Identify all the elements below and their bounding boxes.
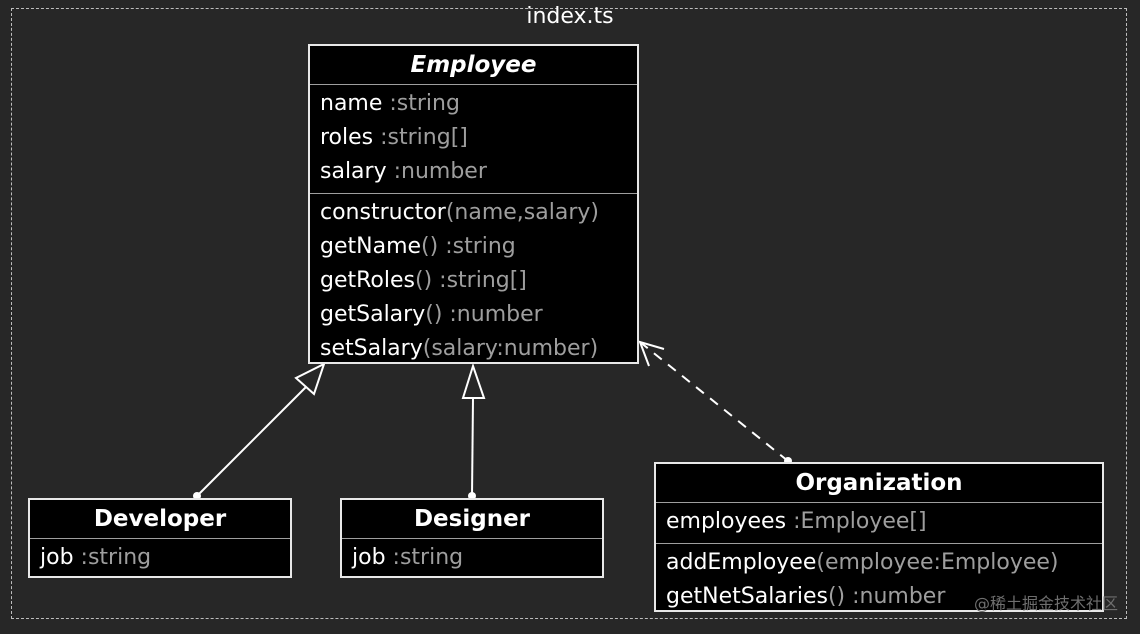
attribute-row: salary :number bbox=[320, 155, 627, 189]
method-row: getName() :string bbox=[320, 230, 627, 264]
attribute-type: :string bbox=[80, 545, 152, 570]
method-row: setSalary(salary:number) bbox=[320, 332, 627, 366]
package-title: index.ts bbox=[526, 4, 614, 29]
method-row: getRoles() :string[] bbox=[320, 264, 627, 298]
method-name: getName bbox=[320, 234, 422, 259]
method-name: getSalary bbox=[320, 302, 426, 327]
method-signature: () :string bbox=[421, 234, 516, 259]
developer-inheritance-line bbox=[196, 385, 308, 497]
method-row: getSalary() :number bbox=[320, 298, 627, 332]
class-designer[interactable]: Designer job :string bbox=[340, 498, 604, 578]
method-signature: () :number bbox=[425, 302, 543, 327]
attribute-row: job :string bbox=[40, 541, 280, 575]
attribute-type: :Employee[] bbox=[793, 509, 927, 534]
class-designer-title: Designer bbox=[342, 500, 602, 539]
method-signature: (name,salary) bbox=[445, 200, 599, 225]
developer-inheritance-arrowhead bbox=[294, 362, 326, 396]
class-organization[interactable]: Organization employees :Employee[] addEm… bbox=[654, 462, 1104, 612]
class-employee-attributes: name :string roles :string[] salary :num… bbox=[310, 85, 637, 193]
class-employee-title: Employee bbox=[310, 46, 637, 85]
method-name: setSalary bbox=[320, 336, 423, 361]
method-name: getRoles bbox=[320, 268, 415, 293]
attribute-row: job :string bbox=[352, 541, 592, 575]
attribute-name: name bbox=[320, 91, 383, 116]
attribute-name: employees bbox=[666, 509, 787, 534]
attribute-type: :number bbox=[393, 159, 487, 184]
class-employee-methods: constructor(name,salary) getName() :stri… bbox=[310, 193, 637, 370]
class-organization-methods: addEmployee(employee:Employee) getNetSal… bbox=[656, 543, 1102, 618]
attribute-row: employees :Employee[] bbox=[666, 505, 1092, 539]
method-row: constructor(name,salary) bbox=[320, 196, 627, 230]
attribute-type: :string[] bbox=[380, 125, 468, 150]
attribute-name: job bbox=[352, 545, 386, 570]
attribute-type: :string bbox=[392, 545, 464, 570]
method-row: addEmployee(employee:Employee) bbox=[666, 546, 1092, 580]
class-developer[interactable]: Developer job :string bbox=[28, 498, 292, 578]
watermark: @稀土掘金技术社区 bbox=[973, 594, 1118, 613]
designer-inheritance-arrowhead bbox=[461, 362, 486, 399]
attribute-row: name :string bbox=[320, 87, 627, 121]
method-row: getNetSalaries() :number bbox=[666, 580, 1092, 614]
class-developer-title: Developer bbox=[30, 500, 290, 539]
attribute-name: roles bbox=[320, 125, 374, 150]
class-organization-attributes: employees :Employee[] bbox=[656, 503, 1102, 543]
class-designer-attributes: job :string bbox=[342, 539, 602, 579]
method-name: getNetSalaries bbox=[666, 584, 828, 609]
class-employee[interactable]: Employee name :string roles :string[] sa… bbox=[308, 44, 639, 364]
method-signature: () :number bbox=[827, 584, 946, 609]
method-signature: () :string[] bbox=[415, 268, 527, 293]
organization-dependency-line bbox=[639, 341, 789, 462]
attribute-row: roles :string[] bbox=[320, 121, 627, 155]
designer-inheritance-line bbox=[471, 397, 474, 497]
method-name: constructor bbox=[320, 200, 446, 225]
organization-dependency-arrowhead bbox=[638, 340, 665, 367]
attribute-name: salary bbox=[320, 159, 387, 184]
class-developer-attributes: job :string bbox=[30, 539, 290, 579]
attribute-name: job bbox=[40, 545, 74, 570]
class-organization-title: Organization bbox=[656, 464, 1102, 503]
attribute-type: :string bbox=[389, 91, 460, 116]
method-signature: (salary:number) bbox=[422, 336, 599, 361]
method-name: addEmployee bbox=[666, 550, 817, 575]
package-frame bbox=[11, 8, 1127, 619]
method-signature: (employee:Employee) bbox=[816, 550, 1059, 575]
